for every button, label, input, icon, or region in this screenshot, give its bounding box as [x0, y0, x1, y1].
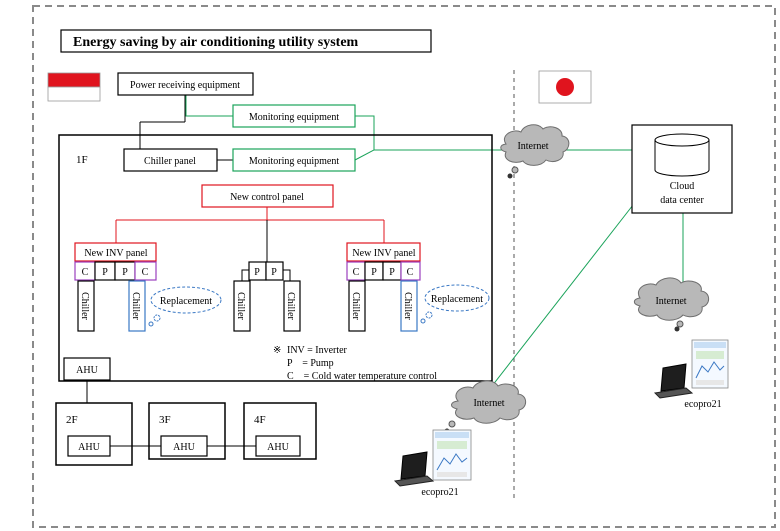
chiller-unit-replaced [400, 280, 418, 332]
internet-label: Internet [655, 296, 686, 307]
chiller-unit [233, 280, 251, 332]
chiller-unit [348, 280, 366, 332]
cell-c: C [407, 267, 414, 278]
floor-1f-area [58, 134, 493, 382]
floor-4f-area [243, 402, 317, 460]
replacement-bubble-right: Replacement [420, 284, 490, 324]
internet-label: Internet [517, 141, 548, 152]
floor-3f-label: 3F [159, 414, 171, 426]
legend-c: C = Cold water temperature control [287, 371, 437, 382]
cloud-label: Cloud [670, 181, 694, 192]
replacement-label: Replacement [160, 296, 212, 307]
new-control-panel-label: New control panel [230, 192, 304, 203]
cell-c: C [353, 267, 360, 278]
monitoring-top-label: Monitoring equipment [249, 112, 339, 123]
ahu-label: AHU [78, 442, 100, 453]
ahu-label: AHU [76, 365, 98, 376]
floor-4f-label: 4F [254, 414, 266, 426]
diagram-title: Energy saving by air conditioning utilit… [73, 35, 359, 50]
power-receiving-label: Power receiving equipment [130, 80, 240, 91]
internet-label: Internet [473, 398, 504, 409]
inv-panel-left-label: New INV panel [84, 248, 147, 259]
japan-flag [538, 70, 592, 104]
power-receiving-box [117, 72, 254, 96]
chiller-label: Chiller [350, 292, 361, 320]
chiller-label: Chiller [79, 292, 90, 320]
floor-2f-label: 2F [66, 414, 78, 426]
floor-1f-label: 1F [76, 154, 88, 166]
chiller-label: Chiller [402, 292, 413, 320]
monitoring-equipment-top [232, 104, 356, 128]
ahu-label: AHU [173, 442, 195, 453]
cell-c: C [82, 267, 89, 278]
chiller-unit [283, 280, 301, 332]
cell-p: P [389, 267, 395, 278]
internet-cloud-right: Internet [633, 277, 710, 332]
legend-mark: ※ [273, 345, 281, 356]
chiller-label: Chiller [235, 292, 246, 320]
database-icon [654, 133, 710, 177]
inv-panel-right-label: New INV panel [352, 248, 415, 259]
chiller-unit-replaced [128, 280, 146, 332]
data-center-label: data center [660, 195, 704, 206]
cell-p: P [371, 267, 377, 278]
chiller-label: Chiller [130, 292, 141, 320]
floor-3f-area [148, 402, 226, 460]
cell-p: P [102, 267, 108, 278]
laptop-screen-right [691, 339, 729, 389]
inv-panel-right [346, 242, 421, 262]
replacement-bubble-left: Replacement [148, 286, 222, 327]
monitoring-bottom-label: Monitoring equipment [249, 156, 339, 167]
ahu-label: AHU [267, 442, 289, 453]
floor-2f-area [55, 402, 133, 466]
cell-p: P [271, 267, 277, 278]
internet-cloud-bottom: Internet [444, 380, 527, 434]
outer-frame [32, 5, 776, 528]
legend-p: P = Pump [287, 358, 334, 369]
legend: ※ INV = Inverter P = Pump C = Cold water… [273, 345, 437, 382]
monitoring-equipment-bottom [232, 148, 356, 172]
chiller-unit [77, 280, 95, 332]
legend-inv: INV = Inverter [287, 345, 348, 356]
internet-cloud-top: Internet [500, 124, 570, 179]
laptop-icon [653, 363, 694, 399]
cell-p: P [122, 267, 128, 278]
chiller-label: Chiller [285, 292, 296, 320]
replacement-label: Replacement [431, 294, 483, 305]
chiller-panel-label: Chiller panel [144, 156, 196, 167]
inv-panel-left [74, 242, 157, 262]
laptop-icon [393, 451, 435, 487]
ecopro21-label-bottom: ecopro21 [421, 487, 458, 498]
ecopro21-label-right: ecopro21 [684, 399, 721, 410]
cell-p: P [254, 267, 260, 278]
laptop-screen-bottom [432, 429, 472, 481]
chiller-panel-box [123, 148, 218, 172]
cell-c: C [142, 267, 149, 278]
indonesia-flag [47, 72, 101, 102]
new-control-panel-box [201, 184, 334, 208]
title-box [60, 29, 432, 53]
